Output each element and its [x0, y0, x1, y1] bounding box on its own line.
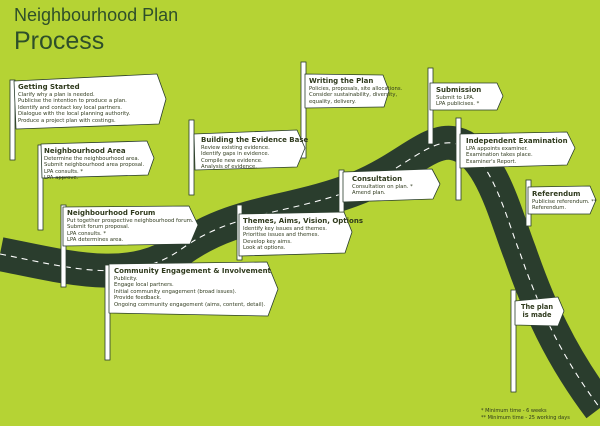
step-title: Writing the Plan: [309, 77, 374, 85]
step-plan-made: The plan is made: [519, 303, 555, 319]
step-title: Independent Examination: [466, 137, 568, 145]
step-line: Compile new evidence.: [201, 157, 263, 164]
footnotes: * Minimum time - 6 weeks ** Minimum time…: [481, 408, 570, 421]
step-line: Engage local partners.: [114, 282, 174, 289]
step-line: Ongoing community engagement (aims, cont…: [114, 301, 266, 308]
step-themes-aims: Themes, Aims, Vision, Options Identify k…: [243, 217, 363, 252]
sign-boards: [13, 73, 597, 327]
step-line: Identify gaps in evidence.: [201, 151, 270, 158]
step-line: Review existing evidence.: [201, 145, 270, 151]
step-title: Neighbourhood Area: [44, 147, 126, 155]
step-line: Referendum.: [532, 205, 567, 212]
step-line: Amend plan.: [352, 190, 386, 197]
step-submission: Submission Submit to LPA. LPA publicises…: [436, 86, 481, 108]
step-community-engagement: Community Engagement & Involvement Publi…: [114, 267, 271, 308]
step-evidence-base: Building the Evidence Base Review existi…: [201, 136, 308, 171]
step-referendum: Referendum Publicise referendum. ** Refe…: [532, 190, 597, 212]
step-line: Submit to LPA.: [436, 95, 475, 101]
step-line: Develop key aims.: [243, 238, 292, 245]
step-line: Publicise referendum. **: [532, 199, 597, 205]
step-title: Neighbourhood Forum: [67, 209, 156, 217]
step-line: LPA appoints examiner.: [466, 146, 528, 152]
step-getting-started: Getting Started Clarify why a plan is ne…: [18, 83, 130, 124]
step-line: Examination takes place.: [466, 152, 533, 159]
step-writing-the-plan: Writing the Plan Policies, proposals, si…: [309, 77, 402, 105]
step-line: LPA approve.: [44, 175, 79, 182]
step-line: Submit neighbourhood area proposal.: [44, 162, 145, 169]
step-title: Themes, Aims, Vision, Options: [243, 217, 363, 225]
step-line: Submit forum proposal.: [67, 224, 130, 231]
road-center-line: [0, 142, 600, 409]
step-line: LPA consults. *: [67, 230, 107, 237]
footnote-single-star: * Minimum time - 6 weeks: [481, 408, 547, 414]
step-title: Consultation: [352, 175, 403, 183]
step-title: Community Engagement & Involvement: [114, 267, 271, 275]
step-line: Dialogue with the local planning authori…: [18, 111, 131, 118]
diagram-title: Neighbourhood Plan: [14, 5, 179, 25]
step-line: LPA consults. *: [44, 168, 84, 175]
footnote-double-star: ** Minimum time - 25 working days: [481, 414, 570, 421]
step-line: Prioritise issues and themes.: [243, 232, 320, 239]
road: [0, 125, 600, 419]
step-line: Produce a project plan with costings.: [18, 117, 116, 124]
step-line: Analysis of evidence.: [201, 164, 257, 171]
step-line: LPA publicises. *: [436, 101, 480, 108]
step-line: LPA determines area.: [67, 237, 124, 244]
step-title: Submission: [436, 86, 482, 94]
step-line: Put together prospective neighbourhood f…: [67, 218, 194, 224]
step-line: Identify key issues and themes.: [243, 226, 327, 232]
step-neighbourhood-area: Neighbourhood Area Determine the neighbo…: [44, 147, 144, 182]
step-line: Provide feedback.: [114, 295, 162, 302]
diagram-subtitle: Process: [14, 27, 105, 55]
step-independent-examination: Independent Examination LPA appoints exa…: [466, 137, 568, 165]
step-line: Look at options.: [243, 245, 286, 252]
step-line: Clarify why a plan is needed.: [18, 92, 95, 98]
step-title: Getting Started: [18, 83, 80, 91]
step-line: Determine the neighbourhood area.: [44, 156, 140, 162]
step-title: The plan: [520, 303, 554, 311]
step-line: Publicity.: [114, 276, 138, 282]
step-line: Publicise the intention to produce a pla…: [18, 98, 127, 105]
step-line: Consultation on plan. *: [352, 184, 413, 190]
step-line: is made: [522, 311, 552, 319]
step-line: Policies, proposals, site allocations.: [309, 86, 403, 92]
step-line: Consider sustainability, diversity,: [309, 92, 398, 99]
step-line: equality, delivery.: [309, 98, 356, 105]
step-title: Referendum: [532, 190, 581, 198]
step-line: Examiner's Report.: [466, 158, 517, 165]
step-line: Identify and contact key local partners.: [18, 104, 122, 111]
step-title: Building the Evidence Base: [201, 136, 309, 144]
step-line: Initial community engagement (broad issu…: [114, 288, 237, 295]
step-neighbourhood-forum: Neighbourhood Forum Put together prospec…: [67, 209, 194, 244]
step-consultation: Consultation Consultation on plan. * Ame…: [352, 175, 413, 197]
